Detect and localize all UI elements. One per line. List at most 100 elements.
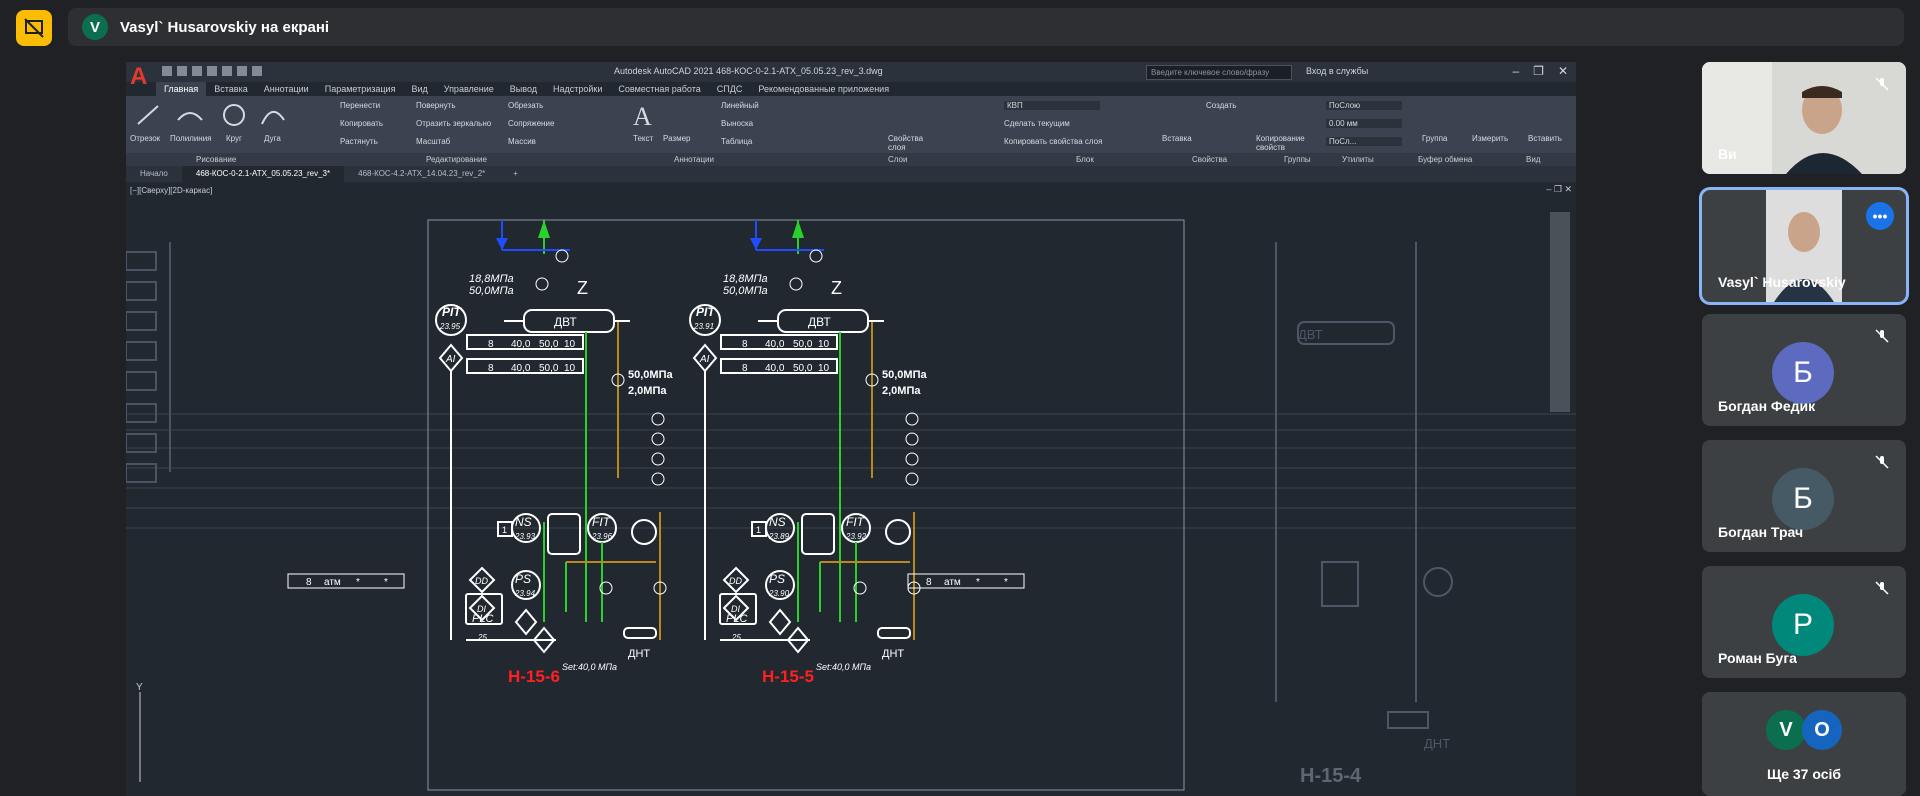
pressure-18-8: 18,8МПа xyxy=(723,273,768,285)
ribbon-group-properties: Копирование свойств ПоСлою 0.00 мм ПоСл.… xyxy=(1256,96,1416,166)
faded-dnt-label: ДНТ xyxy=(1424,736,1450,751)
measure-tool[interactable]: Измерить xyxy=(1472,134,1509,143)
vertical-scrollbar[interactable] xyxy=(1550,212,1570,412)
more-participants-tile[interactable]: V O Ще 37 осіб xyxy=(1702,692,1906,796)
tab-view[interactable]: Вид xyxy=(411,84,428,94)
row-a-4: 50,0 xyxy=(539,339,559,350)
tab-featured-apps[interactable]: Рекомендованные приложения xyxy=(758,84,890,94)
linear-tool[interactable]: Линейный xyxy=(721,101,759,110)
search-input[interactable]: Введите ключевое слово/фразу xyxy=(1146,65,1292,80)
row-b-3: 40,0 xyxy=(511,363,531,374)
login-link[interactable]: Вход в службы xyxy=(1306,66,1369,76)
layer-properties-tool[interactable]: Свойства слоя xyxy=(888,134,924,152)
insert-block-tool[interactable]: Вставка xyxy=(1162,134,1192,143)
ribbon-group-modify: Перенести Повернуть Обрезать Копировать … xyxy=(326,96,616,166)
participant-tile[interactable]: Р Роман Буга xyxy=(1702,566,1906,678)
tab-start[interactable]: Начало xyxy=(140,169,168,178)
mirror-tool[interactable]: Отразить зеркально xyxy=(416,119,492,128)
line-tool[interactable]: Отрезок xyxy=(130,134,161,143)
autocad-logo-icon[interactable]: A xyxy=(130,63,148,90)
tab-home[interactable]: Главная xyxy=(156,82,207,96)
viewport-label[interactable]: [−][Сверху][2D-каркас] xyxy=(130,186,213,195)
fillet-tool[interactable]: Сопряжение xyxy=(508,119,555,128)
row-c-3: атм xyxy=(324,577,341,588)
panel-groups-label[interactable]: Группы xyxy=(1284,155,1311,164)
match-layer-tool[interactable]: Копировать свойства слоя xyxy=(1004,137,1103,146)
autocad-titlebar: Autodesk AutoCAD 2021 468-КОС-0-2.1-АТХ_… xyxy=(126,62,1576,82)
ps-label: PS xyxy=(515,572,531,586)
tab-manage[interactable]: Управление xyxy=(443,84,494,94)
panel-layers-label[interactable]: Слои xyxy=(888,155,908,164)
match-properties-tool[interactable]: Копирование свойств xyxy=(1256,134,1305,152)
text-tool[interactable]: Текст xyxy=(633,134,654,143)
mic-off-icon xyxy=(1875,581,1889,595)
close-icon[interactable]: ✕ xyxy=(1557,64,1568,78)
panel-utilities-label[interactable]: Утилиты xyxy=(1342,155,1374,164)
tab-drawing-2[interactable]: 468-КОС-4.2-АТХ_14.04.23_rev_2* xyxy=(358,169,486,178)
viewport-window-controls[interactable]: – ❐ ✕ xyxy=(1546,184,1572,194)
layer-dropdown[interactable]: КВП xyxy=(1004,101,1100,110)
panel-properties-label[interactable]: Свойства xyxy=(1192,155,1228,164)
tab-collaborate[interactable]: Совместная работа xyxy=(618,84,701,94)
panel-clipboard-label[interactable]: Буфер обмена xyxy=(1418,155,1473,164)
create-block-tool[interactable]: Создать xyxy=(1206,101,1237,110)
panel-block-label[interactable]: Блок xyxy=(1076,155,1094,164)
svg-text:атм: атм xyxy=(944,577,961,588)
pressure-18-8: 18,8МПа xyxy=(469,273,514,285)
arc-tool[interactable]: Дуга xyxy=(264,134,281,143)
dvt-label: ДВТ xyxy=(808,315,831,329)
circle-tool[interactable]: Круг xyxy=(226,134,242,143)
trim-tool[interactable]: Обрезать xyxy=(508,101,544,110)
participant-tile[interactable]: Б Богдан Трач xyxy=(1702,440,1906,552)
window-controls[interactable]: –❐ ✕ xyxy=(1512,64,1568,78)
lineweight-dropdown[interactable]: 0.00 мм xyxy=(1326,119,1402,128)
drawing-canvas[interactable]: ДВТ ДНТ Н-15-4 xyxy=(126,182,1576,796)
move-tool[interactable]: Перенести xyxy=(340,101,381,110)
ai-label: AI xyxy=(699,354,710,365)
tab-addins[interactable]: Надстройки xyxy=(553,84,603,94)
restore-icon[interactable]: ❐ xyxy=(1533,64,1544,78)
rotate-tool[interactable]: Повернуть xyxy=(416,101,456,110)
leader-tool[interactable]: Выноска xyxy=(721,119,754,128)
panel-modify-label[interactable]: Редактирование xyxy=(426,155,487,164)
tab-spds[interactable]: СПДС xyxy=(716,84,743,94)
panel-draw-label[interactable]: Рисование xyxy=(196,155,237,164)
participant-tile[interactable]: Б Богдан Федик xyxy=(1702,314,1906,426)
color-dropdown[interactable]: ПоСлою xyxy=(1326,101,1402,110)
more-options-button[interactable]: ••• xyxy=(1866,202,1894,230)
minimize-icon[interactable]: – xyxy=(1512,64,1520,78)
dimension-tool[interactable]: Размер xyxy=(663,134,691,143)
panel-annotation-label[interactable]: Аннотации xyxy=(674,155,714,164)
faded-unit-right xyxy=(1275,242,1453,729)
pressure-50-0: 50,0МПа xyxy=(723,285,768,297)
ai-label: AI xyxy=(445,354,456,365)
polyline-tool[interactable]: Полилиния xyxy=(170,134,212,143)
ribbon-group-layers: Свойства слоя КВП Сделать текущим Копиро… xyxy=(886,96,1156,166)
participant-tile-self[interactable]: Ви xyxy=(1702,62,1906,174)
text-icon[interactable]: A xyxy=(633,102,652,131)
tab-output[interactable]: Вывод xyxy=(509,84,538,94)
tab-parametric[interactable]: Параметризация xyxy=(324,84,396,94)
scale-tool[interactable]: Масштаб xyxy=(416,137,451,146)
panel-view-label[interactable]: Вид xyxy=(1526,155,1541,164)
new-tab-button[interactable]: + xyxy=(513,169,518,178)
draw-tools-icon[interactable] xyxy=(134,102,314,128)
make-current-tool[interactable]: Сделать текущим xyxy=(1004,119,1070,128)
copy-tool[interactable]: Копировать xyxy=(340,119,384,128)
array-tool[interactable]: Массив xyxy=(508,137,536,146)
tab-drawing-1[interactable]: 468-КОС-0-2.1-АТХ_05.05.23_rev_3* xyxy=(181,166,345,182)
stretch-tool[interactable]: Растянуть xyxy=(340,137,378,146)
tab-annotate[interactable]: Аннотации xyxy=(263,84,309,94)
table-tool[interactable]: Таблица xyxy=(721,137,753,146)
quick-access-toolbar[interactable] xyxy=(162,66,262,76)
participant-tile-presenter[interactable]: ••• Vasyl` Husarovskiy xyxy=(1702,190,1906,302)
group-tool[interactable]: Группа xyxy=(1422,134,1448,143)
ps-number: 23.90 xyxy=(768,589,790,598)
tab-insert[interactable]: Вставка xyxy=(214,84,248,94)
faded-dvt-label: ДВТ xyxy=(1298,327,1323,342)
row-c-2: 8 xyxy=(306,577,312,588)
mic-off-icon xyxy=(1875,77,1889,91)
paste-tool[interactable]: Вставить xyxy=(1528,134,1562,143)
presentation-icon[interactable] xyxy=(16,10,52,46)
linetype-dropdown[interactable]: ПоСл... xyxy=(1326,137,1402,146)
